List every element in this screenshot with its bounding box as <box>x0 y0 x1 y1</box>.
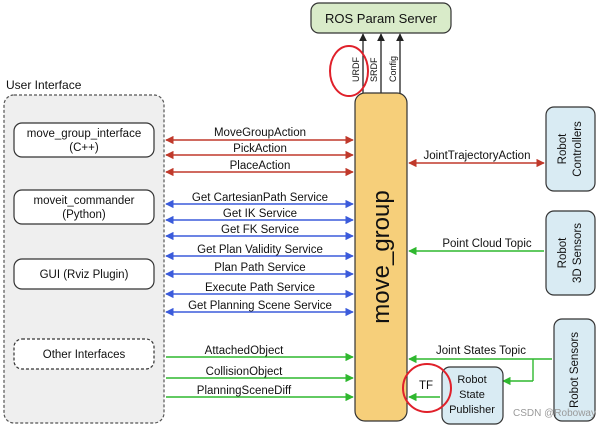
joint-states-topic-label: Joint States Topic <box>436 345 526 357</box>
move-group-label: move_group <box>368 190 395 323</box>
plan-path-service-label: Plan Path Service <box>214 262 305 274</box>
pick-action-label: PickAction <box>233 143 287 155</box>
move-group-core <box>354 92 408 422</box>
user-interface-title: User Interface <box>6 78 82 92</box>
other-interfaces-box <box>13 338 155 370</box>
robot-controllers-line2: Controllers <box>572 121 584 177</box>
ros-param-server-label: ROS Param Server <box>325 11 438 26</box>
planning-scene-service-label: Get Planning Scene Service <box>188 300 332 312</box>
robot-controllers-box <box>545 106 596 192</box>
plan-validity-service-label: Get Plan Validity Service <box>197 244 323 256</box>
ik-service-label: Get IK Service <box>223 208 297 220</box>
watermark-text: CSDN @Roboway <box>513 408 596 419</box>
execute-path-service-label: Execute Path Service <box>205 282 315 294</box>
robot-3d-sensors-line2: 3D Sensors <box>572 223 584 283</box>
robot-state-publisher-line3: Publisher <box>449 404 495 416</box>
robot-3d-sensors-box <box>545 210 596 296</box>
move-group-interface-label: move_group_interface <box>27 128 141 140</box>
urdf-label: URDF <box>351 57 361 82</box>
other-interfaces-label: Other Interfaces <box>43 349 126 361</box>
move-group-action-label: MoveGroupAction <box>214 127 306 139</box>
tf-label: TF <box>419 380 433 392</box>
collision-object-label: CollisionObject <box>206 366 284 378</box>
moveit-commander-box <box>13 189 155 225</box>
move-group-interface-lang: (C++) <box>69 142 99 154</box>
robot-sensors-label: Robot Sensors <box>569 332 581 408</box>
moveit-commander-lang: (Python) <box>62 209 106 221</box>
robot-sensors-box <box>553 318 596 422</box>
urdf-highlight-circle <box>329 45 369 97</box>
planning-scene-diff-label: PlanningSceneDiff <box>197 385 292 397</box>
cartesian-path-service-label: Get CartesianPath Service <box>192 192 328 204</box>
robot-state-publisher-line1: Robot <box>457 374 486 386</box>
moveit-commander-label: moveit_commander <box>34 195 135 207</box>
gui-rviz-plugin-box <box>13 258 155 290</box>
move-group-interface-box <box>13 122 155 158</box>
tf-highlight-circle <box>402 363 452 413</box>
joint-trajectory-action-label: JointTrajectoryAction <box>424 150 531 162</box>
ros-param-server-box <box>310 2 452 34</box>
srdf-label: SRDF <box>369 57 379 82</box>
robot-3d-sensors-line1: Robot <box>557 237 569 268</box>
gui-rviz-plugin-label: GUI (Rviz Plugin) <box>40 269 129 281</box>
fk-service-label: Get FK Service <box>221 224 299 236</box>
place-action-label: PlaceAction <box>230 160 291 172</box>
robot-state-publisher-box <box>441 366 504 425</box>
config-label: Config <box>388 56 398 82</box>
robot-controllers-line1: Robot <box>557 133 569 164</box>
robot-state-publisher-line2: State <box>459 389 485 401</box>
point-cloud-topic-label: Point Cloud Topic <box>442 238 532 250</box>
attached-object-label: AttachedObject <box>205 345 284 357</box>
